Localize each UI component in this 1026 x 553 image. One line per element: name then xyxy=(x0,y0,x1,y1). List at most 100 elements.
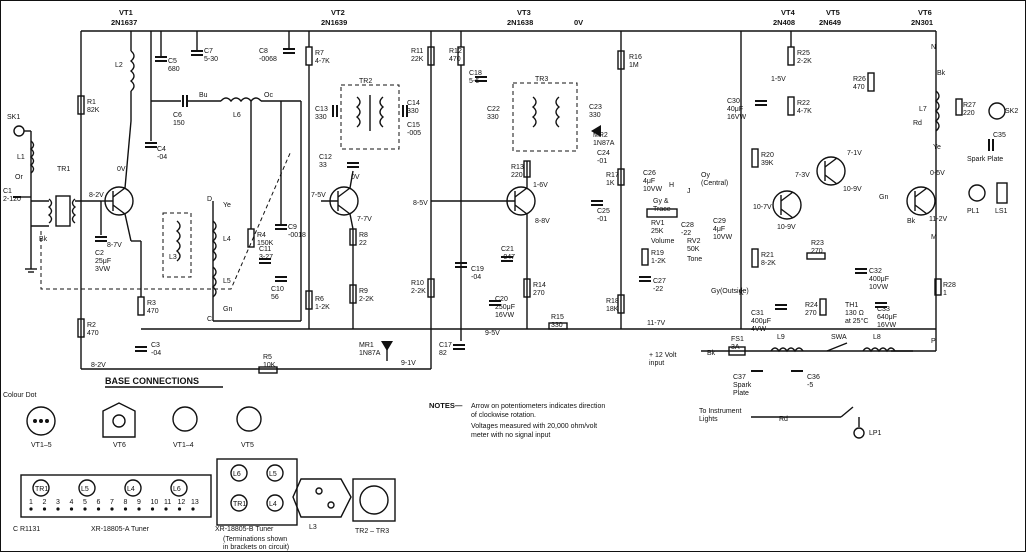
r7-resistor xyxy=(305,46,313,66)
gy-trace: Gy &Trace xyxy=(653,198,671,213)
wire-gn-out: Gn xyxy=(879,194,888,201)
wire-or: Or xyxy=(15,174,23,181)
swa-switch[interactable] xyxy=(826,342,848,352)
vt4-ref: VT4 xyxy=(781,8,796,17)
tuner-a-coil-label: L5 xyxy=(81,486,89,493)
vt1-5-base xyxy=(26,406,56,436)
vt6-bk: Bk xyxy=(907,218,916,225)
sk2-socket xyxy=(988,102,1006,120)
l9-choke xyxy=(770,347,804,353)
c15-label: C15-005 xyxy=(407,122,421,137)
l7-ye: Ye xyxy=(933,144,941,151)
tuner-a-coil xyxy=(124,479,142,497)
tr1-primary xyxy=(47,198,53,224)
l8-label: L8 xyxy=(873,334,881,341)
r3-resistor xyxy=(137,296,145,316)
node-m: M xyxy=(931,234,937,241)
base-conn-heading: BASE CONNECTIONS xyxy=(105,376,199,386)
tuner-b-board xyxy=(216,458,298,526)
r24-resistor xyxy=(819,298,827,316)
l3-box xyxy=(162,212,192,278)
node-p: P xyxy=(931,338,936,345)
vt4-base-v: 10-7V xyxy=(753,204,772,211)
colour-dot-label: Colour Dot xyxy=(3,392,37,399)
sk1-label: SK1 xyxy=(7,114,20,121)
tuner-a-pin-dot xyxy=(150,507,155,511)
vt6-type: 2N301 xyxy=(911,18,933,27)
vt2-emit-v: 7-7V xyxy=(357,216,372,223)
vt6-base xyxy=(102,402,136,438)
vt5-type: 2N649 xyxy=(819,18,841,27)
tuner-a-pin-label: 4 xyxy=(70,499,74,506)
vt1-5-label: VT1–5 xyxy=(31,442,52,449)
tuner-a-pin-label: 3 xyxy=(56,499,60,506)
tuner-a-pin-dot xyxy=(177,507,182,511)
node-c: C xyxy=(207,316,212,323)
r11-resistor xyxy=(427,46,435,66)
vt5-base-v: 7-3V xyxy=(795,172,810,179)
lp1-lamp xyxy=(853,427,865,439)
l4-coil xyxy=(211,220,217,262)
r27-resistor xyxy=(955,98,963,116)
tuner-a-pin-dot xyxy=(42,507,47,511)
tuner-a-pin-dot xyxy=(96,507,101,511)
vt6-coll-v: 0-5V xyxy=(930,170,945,177)
tuner-a-pin-label: 9 xyxy=(137,499,141,506)
r8-resistor xyxy=(349,228,357,246)
l3-coil xyxy=(175,220,181,262)
tuner-b-coil xyxy=(230,494,248,512)
vt1-coll-v: 0V xyxy=(117,166,126,173)
rv1-pot xyxy=(646,208,678,218)
r25-resistor xyxy=(787,46,795,66)
r22-resistor xyxy=(787,96,795,116)
tr2-secondary xyxy=(379,96,385,128)
tuner-a-pin-dot xyxy=(191,507,195,511)
base-connections: BASE CONNECTIONS Colour Dot VT1–5 VT6 VT… xyxy=(3,376,262,449)
l5-coil xyxy=(211,266,217,298)
l8-choke xyxy=(862,347,896,353)
tuner-a-ref: C R1131 xyxy=(13,526,40,533)
tr2-tr3-pinout xyxy=(352,478,396,522)
c35-label: C35 xyxy=(993,132,1006,139)
l3-pinout-label: L3 xyxy=(309,524,317,531)
vt5-ref: VT5 xyxy=(826,8,840,17)
tuner-a-pin-label: 10 xyxy=(151,499,159,506)
vt5-symbol xyxy=(816,156,846,186)
mr2-diode xyxy=(591,125,601,137)
wire-gn: Gn xyxy=(223,306,232,313)
lights-switch[interactable] xyxy=(840,406,854,418)
r20-resistor xyxy=(751,148,759,168)
tuner-a-pin-dot xyxy=(137,507,141,511)
tuner-a-board xyxy=(20,474,212,518)
instr-rd: Rd xyxy=(779,416,788,423)
tuner-b-coil-label: L5 xyxy=(269,471,277,478)
r21-resistor xyxy=(751,248,759,268)
tr3-label: TR3 xyxy=(535,76,548,83)
vt1-4-label: VT1–4 xyxy=(173,442,194,449)
tuner-a-pin-label: 12 xyxy=(178,499,186,506)
r4-resistor xyxy=(247,228,255,248)
vt1-type: 2N1637 xyxy=(111,18,137,27)
mr1-diode xyxy=(381,341,393,351)
tr3-can xyxy=(512,82,578,152)
